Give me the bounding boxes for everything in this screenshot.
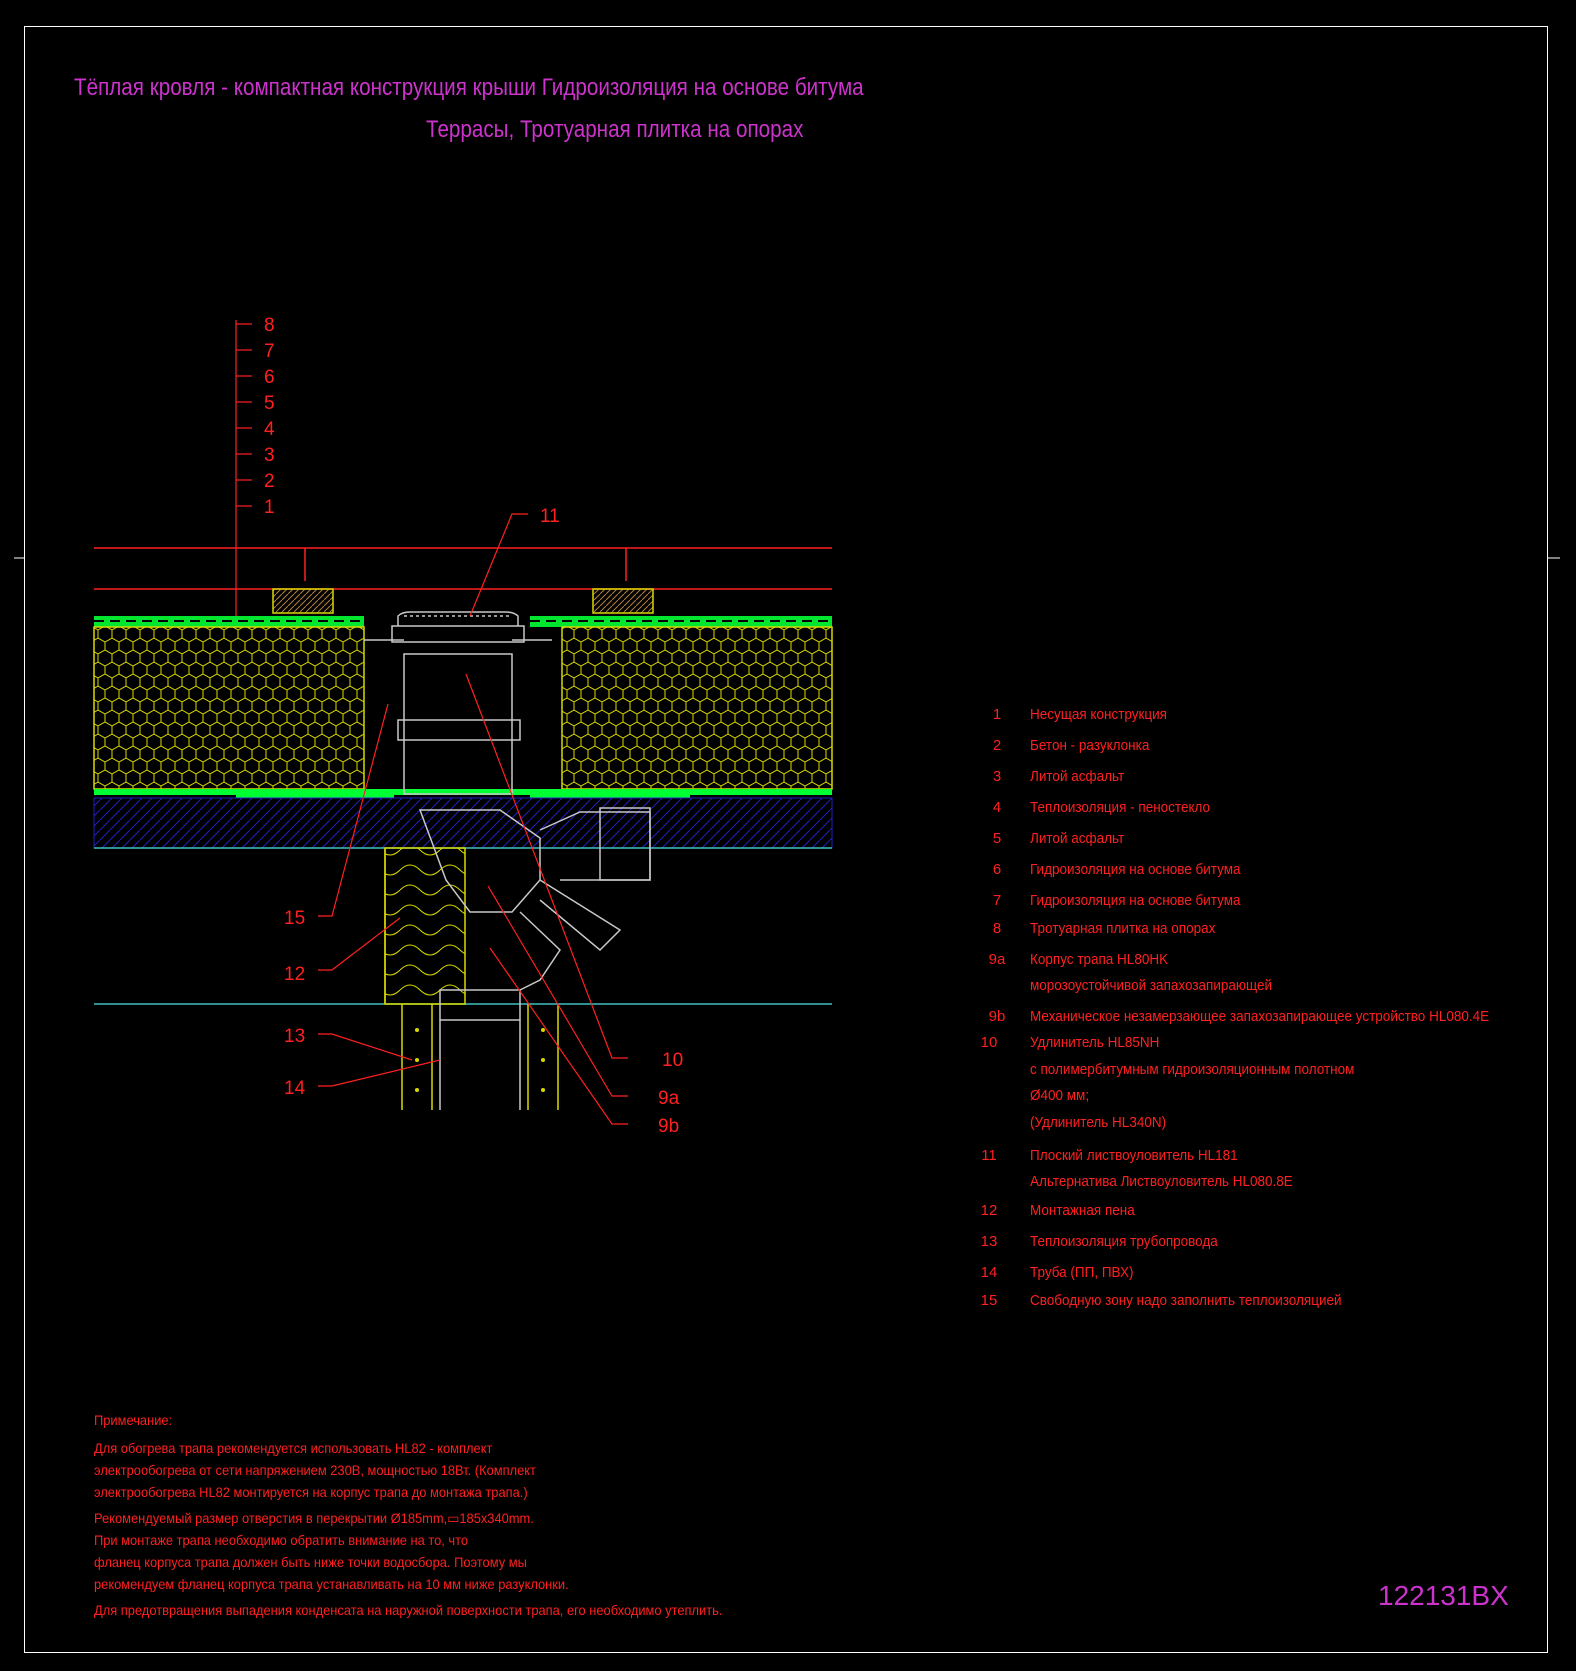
pedestal-left bbox=[272, 588, 334, 614]
legend-text: Труба (ПП, ПВХ) bbox=[1030, 1264, 1134, 1281]
callout-9b: 9b bbox=[658, 1116, 679, 1137]
leaf-guard bbox=[397, 611, 519, 626]
notes-heading: Примечание: bbox=[94, 1412, 173, 1428]
callout-5: 5 bbox=[264, 393, 275, 414]
drain-body bbox=[418, 807, 651, 1021]
callout-7: 7 bbox=[264, 341, 275, 362]
mounting-foam bbox=[384, 847, 466, 1005]
note-line: электрообогрева от сети напряжением 230В… bbox=[94, 1462, 536, 1478]
sheet-frame bbox=[24, 26, 1548, 1653]
insulation-left bbox=[93, 626, 365, 790]
leader-lines bbox=[235, 320, 628, 1125]
callout-2: 2 bbox=[264, 471, 275, 492]
legend-text: Корпус трапа HL80HK bbox=[1030, 951, 1169, 968]
callout-labels: 8 7 6 5 4 3 2 1 11 15 12 13 14 10 9a 9b bbox=[264, 315, 683, 1137]
callout-1: 1 bbox=[264, 497, 275, 518]
note-line: фланец корпуса трапа должен быть ниже то… bbox=[94, 1554, 527, 1570]
legend-num: 12 bbox=[980, 1202, 998, 1219]
legend-num: 1 bbox=[992, 706, 1002, 723]
legend-num: 4 bbox=[992, 799, 1002, 816]
note-line: Рекомендуемый размер отверстия в перекры… bbox=[94, 1510, 534, 1526]
callout-12: 12 bbox=[284, 964, 305, 985]
callout-13: 13 bbox=[284, 1026, 305, 1047]
legend-text: Ø400 мм; bbox=[1030, 1087, 1090, 1104]
callout-6: 6 bbox=[264, 367, 275, 388]
paving-tiles bbox=[94, 547, 832, 590]
legend-text: с полимербитумным гидроизоляционным поло… bbox=[1030, 1061, 1355, 1078]
legend-num: 8 bbox=[992, 920, 1002, 937]
legend-text: Литой асфальт bbox=[1030, 768, 1125, 785]
callout-10: 10 bbox=[662, 1050, 683, 1071]
note-line: Для предотвращения выпадения конденсата … bbox=[94, 1602, 723, 1618]
legend-text: Механическое незамерзающее запахозапираю… bbox=[1030, 1008, 1490, 1025]
drawing-subtitle: Террасы, Тротуарная плитка на опорах bbox=[426, 116, 804, 143]
legend-text: Удлинитель HL85NH bbox=[1030, 1034, 1160, 1051]
legend-text: морозоустойчивой запахозапирающей bbox=[1030, 977, 1273, 994]
callout-8: 8 bbox=[264, 315, 275, 336]
waterproofing-lower bbox=[94, 789, 832, 798]
pipe-insulation-marks bbox=[415, 1028, 545, 1092]
legend-text: Теплоизоляция - пеностекло bbox=[1030, 799, 1211, 816]
legend-text: Монтажная пена bbox=[1030, 1202, 1135, 1219]
legend-text: Альтернатива Листвоуловитель HL080.8E bbox=[1030, 1173, 1293, 1190]
legend-text: Бетон - разуклонка bbox=[1030, 737, 1150, 754]
legend-text: Теплоизоляция трубопровода bbox=[1030, 1233, 1218, 1250]
legend-num: 7 bbox=[992, 892, 1002, 909]
legend-num: 9b bbox=[988, 1008, 1006, 1025]
legend-text: Свободную зону надо заполнить теплоизоля… bbox=[1030, 1292, 1342, 1309]
callout-15: 15 bbox=[284, 908, 305, 929]
legend-text: (Удлинитель HL340N) bbox=[1030, 1114, 1167, 1131]
legend-text: Несущая конструкция bbox=[1030, 706, 1167, 723]
waterproofing-top bbox=[94, 616, 832, 627]
insulation-right bbox=[561, 626, 833, 790]
legend-num: 6 bbox=[992, 861, 1002, 878]
callout-9a: 9a bbox=[658, 1088, 680, 1109]
legend-num: 11 bbox=[981, 1147, 997, 1164]
concrete-screed bbox=[93, 797, 833, 849]
legend-num: 15 bbox=[980, 1292, 998, 1309]
callout-3: 3 bbox=[264, 445, 275, 466]
callout-4: 4 bbox=[264, 419, 275, 440]
legend-text: Гидроизоляция на основе битума bbox=[1030, 861, 1241, 878]
note-line: Для обогрева трапа рекомендуется использ… bbox=[94, 1440, 493, 1456]
legend-num: 9a bbox=[988, 951, 1006, 968]
legend-num: 5 bbox=[992, 830, 1002, 847]
drain-extension bbox=[364, 625, 552, 795]
legend-num: 2 bbox=[992, 737, 1002, 754]
pedestal-right bbox=[592, 588, 654, 614]
drawing-title: Тёплая кровля - компактная конструкция к… bbox=[74, 74, 864, 101]
legend-num: 13 bbox=[980, 1233, 998, 1250]
legend-text: Литой асфальт bbox=[1030, 830, 1125, 847]
legend-text: Тротуарная плитка на опорах bbox=[1030, 920, 1216, 937]
callout-14: 14 bbox=[284, 1078, 306, 1099]
note-line: При монтаже трапа необходимо обратить вн… bbox=[94, 1532, 469, 1548]
note-line: рекомендуем фланец корпуса трапа устанав… bbox=[94, 1576, 569, 1592]
legend-text: Плоский листвоуловитель HL181 bbox=[1030, 1147, 1238, 1164]
note-line: электрообогрева HL82 монтируется на корп… bbox=[94, 1484, 528, 1500]
callout-11: 11 bbox=[540, 506, 560, 527]
legend-text: Гидроизоляция на основе битума bbox=[1030, 892, 1241, 909]
legend-num: 14 bbox=[980, 1264, 998, 1281]
legend-num: 10 bbox=[980, 1034, 998, 1051]
legend-num: 3 bbox=[992, 768, 1002, 785]
drawing-code: 122131BX bbox=[1378, 1580, 1509, 1611]
